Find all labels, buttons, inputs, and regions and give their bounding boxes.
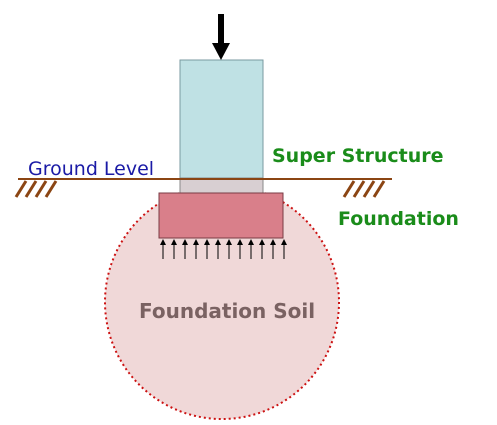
up-arrow-icon	[182, 239, 188, 259]
load-arrow-icon	[212, 14, 230, 60]
up-arrow-icon	[270, 239, 276, 259]
up-arrow-icon	[237, 239, 243, 259]
up-arrow-icon	[259, 239, 265, 259]
up-arrow-icon	[171, 239, 177, 259]
ground-level-label: Ground Level	[28, 158, 154, 180]
column-embedded-part	[179, 177, 264, 194]
up-arrow-icon	[160, 239, 166, 259]
super-structure-column	[179, 59, 264, 194]
foundation-label: Foundation	[338, 208, 459, 230]
up-arrow-icon	[193, 239, 199, 259]
super-structure-label: Super Structure	[272, 145, 443, 167]
ground-hatch-left-icon	[14, 180, 58, 198]
up-arrow-icon	[281, 239, 287, 259]
soil-reaction-arrows	[160, 239, 287, 259]
foundation-footing	[158, 192, 284, 239]
up-arrow-icon	[226, 239, 232, 259]
ground-hatch-right-icon	[342, 180, 386, 198]
up-arrow-icon	[204, 239, 210, 259]
up-arrow-icon	[248, 239, 254, 259]
foundation-soil-label: Foundation Soil	[139, 299, 315, 323]
up-arrow-icon	[215, 239, 221, 259]
